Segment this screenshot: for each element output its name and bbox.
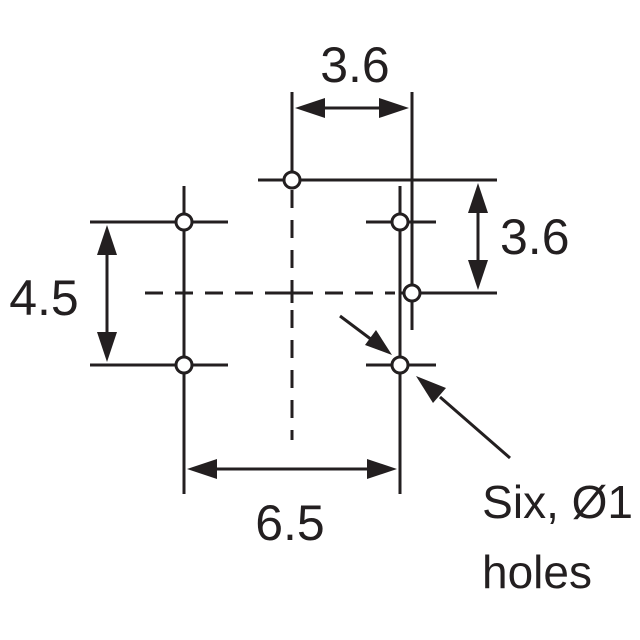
dim-label-bottom: 6.5 (255, 495, 325, 551)
dim-label-top: 3.6 (320, 37, 390, 93)
arrowhead-left-icon (295, 98, 325, 118)
note-line-1: Six, Ø1 (482, 476, 633, 528)
arrowhead-up-icon (468, 183, 488, 213)
hole-diameter-leaders (339, 314, 511, 460)
dimension-right-height: 3.6 (468, 183, 570, 290)
arrowhead-down-icon (97, 332, 117, 362)
hole-left-lower (174, 355, 194, 375)
hole-top-center (282, 170, 302, 190)
hole-right-upper (390, 212, 410, 232)
dim-label-left: 4.5 (9, 270, 79, 326)
hole-right-middle (402, 283, 422, 303)
arrowhead-down-icon (468, 260, 488, 290)
arrowhead-left-icon (187, 459, 217, 479)
leader-arrowhead-lower-icon (416, 376, 446, 403)
leader-lower (439, 395, 511, 460)
leader-upper (339, 314, 373, 342)
hole-left-upper (174, 212, 194, 232)
arrowhead-up-icon (97, 225, 117, 255)
hole-note: Six, Ø1 holes (482, 476, 633, 598)
dimension-left-height: 4.5 (9, 225, 117, 362)
dimension-top-width: 3.6 (295, 37, 409, 118)
leader-arrowhead-upper-icon (365, 330, 392, 355)
note-line-2: holes (482, 546, 592, 598)
arrowhead-right-icon (367, 459, 397, 479)
dim-label-right: 3.6 (500, 209, 570, 265)
hole-right-lower (390, 355, 410, 375)
holes (174, 170, 422, 375)
arrowhead-right-icon (379, 98, 409, 118)
dimension-bottom-width: 6.5 (187, 459, 397, 551)
centerlines (145, 190, 395, 440)
